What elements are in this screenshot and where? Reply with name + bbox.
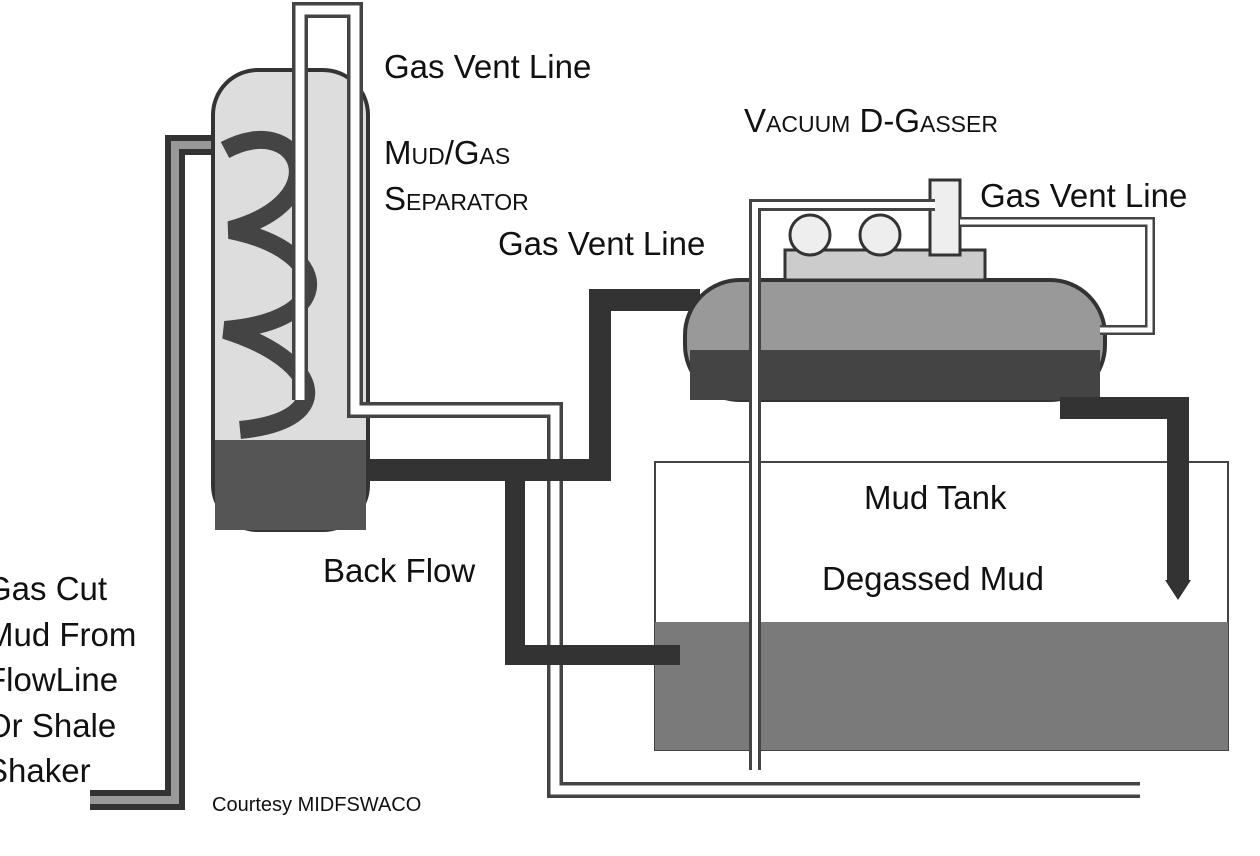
gas-vent-line-middle-label: Gas Vent Line bbox=[498, 225, 706, 262]
inlet-label-line: FlowLine bbox=[0, 661, 119, 698]
mud-tank-label: Mud Tank bbox=[864, 479, 1007, 516]
separator-outlet-pipe bbox=[368, 289, 700, 481]
gas-vent-line-right-label: Gas Vent Line bbox=[980, 177, 1188, 214]
credit-text: Courtesy MIDFSWACO bbox=[212, 794, 422, 816]
back-flow-label: Back Flow bbox=[323, 552, 476, 589]
backflow-pipe bbox=[505, 480, 680, 665]
inlet-label: Gas Cut Mud From FlowLine Or Shale Shake… bbox=[0, 566, 136, 794]
inlet-label-line: Or Shale bbox=[0, 706, 117, 744]
inlet-label-line: Gas Cut bbox=[0, 570, 108, 607]
vacuum-degasser-label: Vacuum D-Gasser bbox=[744, 102, 998, 139]
inlet-label-line: Mud From bbox=[0, 615, 137, 653]
degassed-mud-label: Degassed Mud bbox=[822, 560, 1044, 597]
separator-label-2: Separator bbox=[384, 180, 529, 217]
gas-vent-line-top-label: Gas Vent Line bbox=[384, 48, 592, 85]
degassed-mud-fill bbox=[655, 622, 1228, 750]
inlet-label-line: Shaker bbox=[0, 752, 91, 789]
degassed-mud-outlet bbox=[1060, 397, 1189, 580]
separator-label-1: Mud/Gas bbox=[384, 134, 511, 171]
